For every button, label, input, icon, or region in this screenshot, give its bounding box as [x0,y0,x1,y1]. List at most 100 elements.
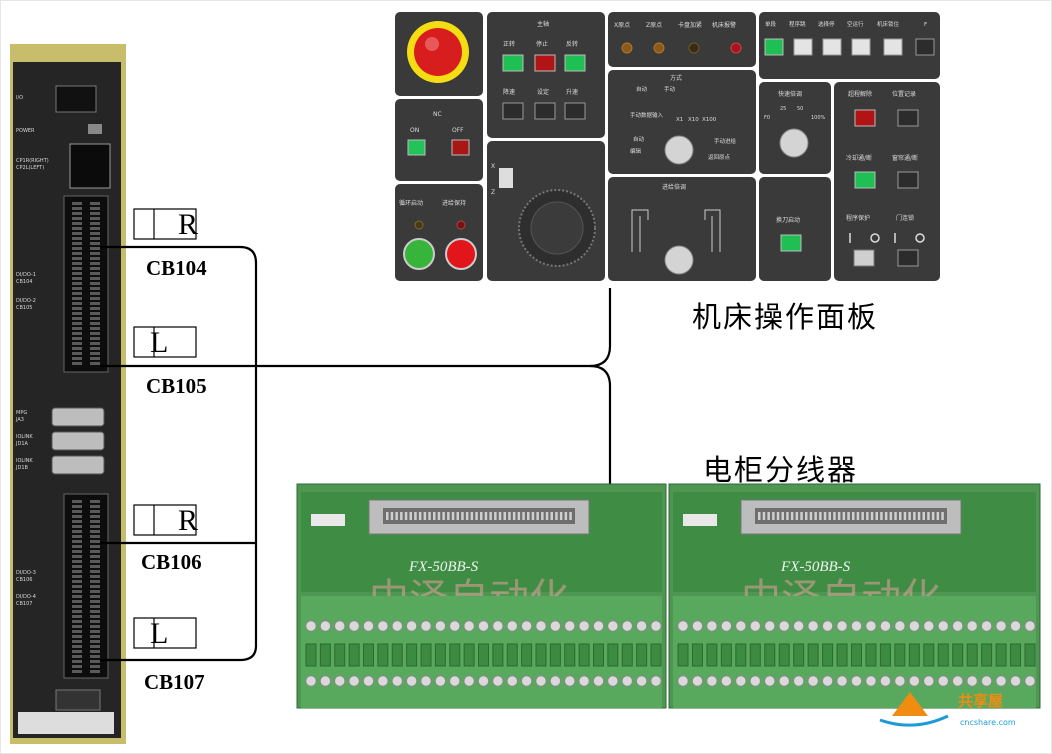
single-block-button[interactable] [764,38,784,56]
tool-change-label: 换刀启动 [776,217,801,224]
module-bottom-port [55,689,101,711]
terminal-screw [305,620,317,632]
idc-pin [805,512,808,520]
board-label-sticker [311,514,345,526]
idc-pin [484,512,488,520]
connector-pin [90,645,100,648]
axis-selector-icon[interactable] [499,168,513,188]
connector-pin [72,655,82,658]
tool-change-button[interactable] [780,234,802,252]
jd1a-port [51,431,105,451]
terminal-screw [334,620,346,632]
terminal-screw [749,675,761,687]
logo-swoosh-icon [879,714,949,727]
idc-pin [781,512,784,520]
connector-pin [72,640,82,643]
mode-selector-knob[interactable] [664,135,694,165]
connector-pin [90,307,100,310]
terminal-screw [535,620,547,632]
idc-pin [418,512,422,520]
terminal-screw [764,620,776,632]
idc-pin [809,512,813,520]
idc-pin [819,512,822,520]
estop-button[interactable] [414,28,462,76]
board-label-sticker [683,514,717,526]
terminal-slot [879,643,891,667]
power-led [88,124,102,134]
terminal-slot [319,643,331,667]
spindle-stop-button[interactable] [534,54,556,72]
terminal-screw [821,675,834,687]
connector-pin [72,565,82,568]
spindle-down-button[interactable] [502,102,524,120]
connector-pin [90,530,100,533]
connector-pin [90,535,100,538]
spindle-fwd-button[interactable] [502,54,524,72]
optional-stop-button[interactable] [822,38,842,56]
nc-off-label: OFF [452,127,464,134]
terminal-screw [492,675,504,687]
idc-pin [833,512,836,520]
terminal-slot [1024,643,1036,667]
idc-pin [852,512,855,520]
cncshare-logo [879,692,949,727]
feed-scale [631,209,721,252]
terminal-slot [434,643,446,667]
terminal-slot [593,643,604,667]
connector-pin [90,337,100,340]
rapid-override-knob[interactable] [779,128,809,158]
block-skip-button[interactable] [793,38,813,56]
terminal-screw [305,675,317,687]
terminal-screw [506,675,518,687]
machine-lock-button[interactable] [883,38,903,56]
spindle-label: 正转 [503,41,516,48]
cycle-start-button[interactable] [403,238,435,270]
connector-pin [72,535,82,538]
connector-pin [72,207,82,210]
spindle-up-button[interactable] [564,102,586,120]
f-button[interactable] [915,38,935,56]
terminal-slot [764,643,776,667]
terminal-screw [966,620,978,632]
terminal-screw [821,620,834,632]
connector-pin [72,247,82,250]
door-lock-button[interactable] [897,249,919,267]
function-label: 单段 [765,22,777,28]
wire-to-distributor [589,364,612,486]
connector-pin [72,600,82,603]
feed-override-knob[interactable] [664,245,694,275]
connector-pin [90,287,100,290]
spindle-rev-button[interactable] [564,54,586,72]
key-switch-icons [849,233,925,243]
connector-pin [90,545,100,548]
terminal-slot [621,643,633,667]
wiring [100,245,612,662]
guard-button[interactable] [897,171,919,189]
coolant-button[interactable] [854,171,876,189]
program-protect-key[interactable] [853,249,875,267]
nc-group: NC [433,111,442,118]
nc-off-button[interactable] [451,139,470,156]
connector-pin [90,580,100,583]
connector-pin [90,237,100,240]
connector-pin [72,520,82,523]
position-record-button[interactable] [897,109,919,127]
connector-pin [90,510,100,513]
terminal-screw [592,675,605,687]
connector-pin [90,655,100,658]
terminal-slot [391,643,403,667]
module-label: JA3 [16,417,24,423]
idc-pin [555,512,558,520]
connector-pin [72,595,82,598]
feed-hold-button[interactable] [445,238,477,270]
mode-block [608,70,756,174]
nc-on-button[interactable] [407,139,426,156]
connector-pin [90,352,100,355]
connector-pin [72,505,82,508]
program-protect-label: 程序保护 [846,215,871,222]
terminal-slot [995,643,1007,667]
dry-run-button[interactable] [851,38,871,56]
overtravel-release-button[interactable] [854,109,876,127]
terminal-screw [650,675,662,687]
spindle-set-button[interactable] [534,102,556,120]
